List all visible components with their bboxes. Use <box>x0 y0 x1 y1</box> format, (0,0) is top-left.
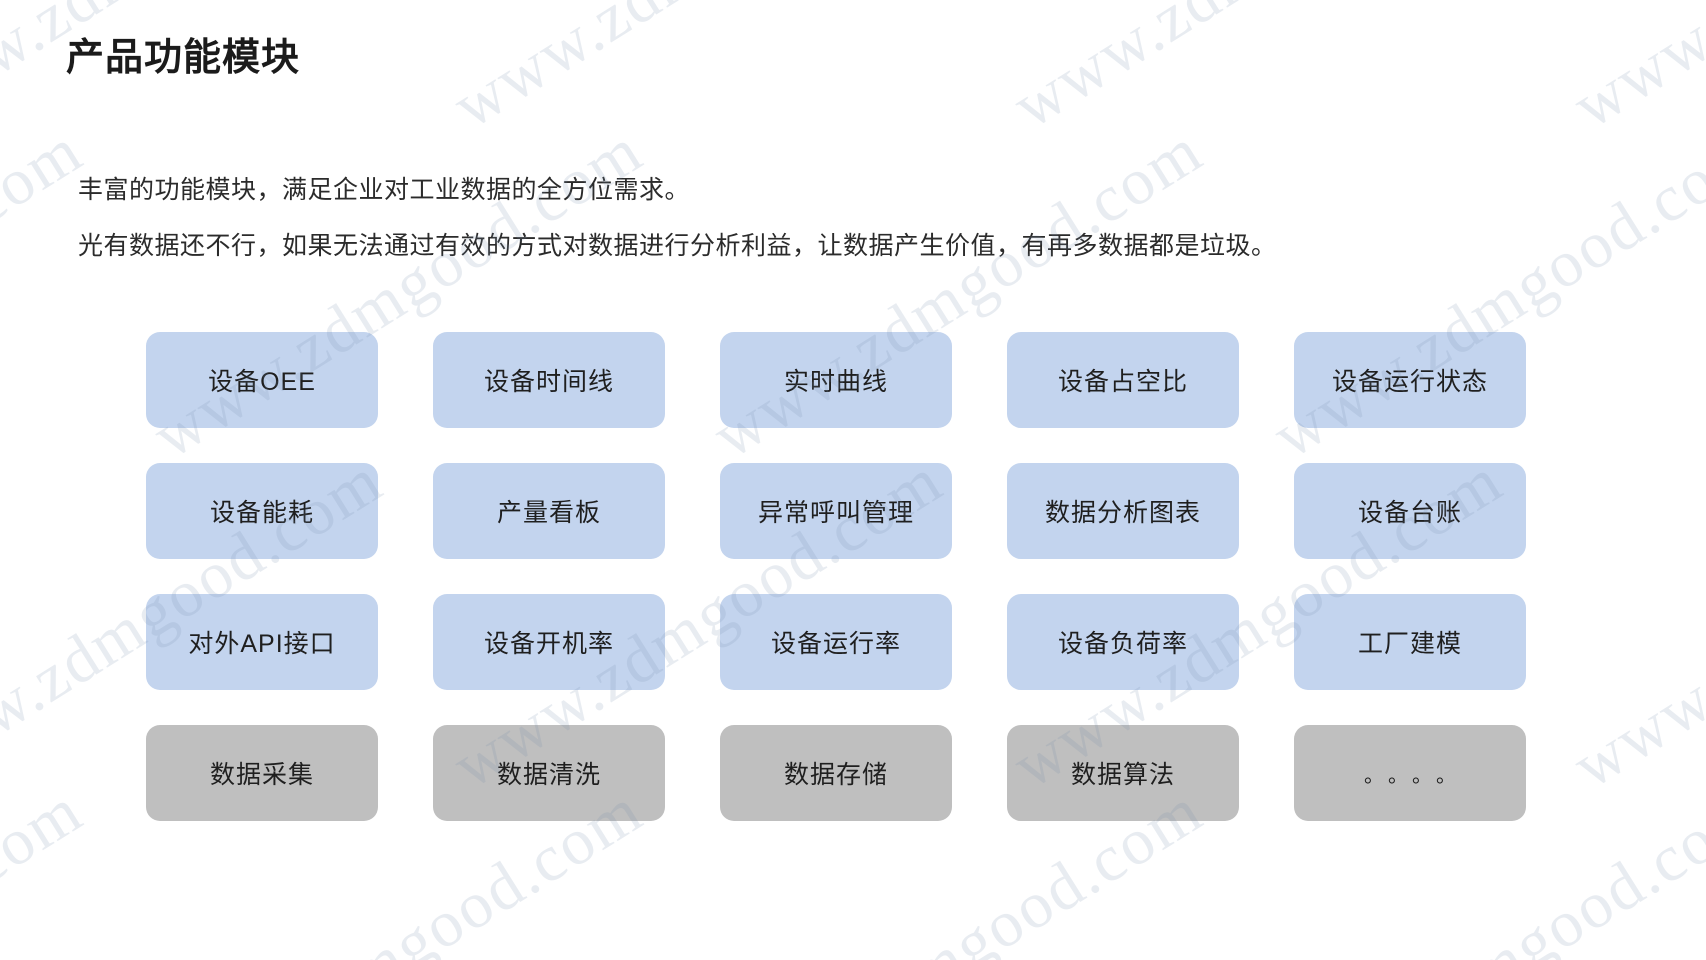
module-row: 对外API接口设备开机率设备运行率设备负荷率工厂建模 <box>146 594 1564 690</box>
module-cell: 异常呼叫管理 <box>720 463 990 559</box>
module-cell: 数据存储 <box>720 725 990 821</box>
module-card[interactable]: 设备OEE <box>146 332 378 428</box>
module-card[interactable]: 产量看板 <box>433 463 665 559</box>
module-card[interactable]: 工厂建模 <box>1294 594 1526 690</box>
module-cell: 设备运行状态 <box>1294 332 1564 428</box>
module-cell: 数据采集 <box>146 725 416 821</box>
module-card[interactable]: 设备台账 <box>1294 463 1526 559</box>
module-card[interactable]: 异常呼叫管理 <box>720 463 952 559</box>
module-cell: 设备时间线 <box>433 332 703 428</box>
module-cell: 设备负荷率 <box>1007 594 1277 690</box>
module-cell: 数据清洗 <box>433 725 703 821</box>
module-cell: 设备能耗 <box>146 463 416 559</box>
module-cell: 设备台账 <box>1294 463 1564 559</box>
module-card-more[interactable]: 。。。。 <box>1294 725 1526 821</box>
intro-text-block: 丰富的功能模块，满足企业对工业数据的全方位需求。 光有数据还不行，如果无法通过有… <box>78 162 1638 274</box>
module-card[interactable]: 设备占空比 <box>1007 332 1239 428</box>
module-card[interactable]: 设备开机率 <box>433 594 665 690</box>
module-cell: 对外API接口 <box>146 594 416 690</box>
module-row: 设备能耗产量看板异常呼叫管理数据分析图表设备台账 <box>146 463 1564 559</box>
module-row: 设备OEE 设备时间线实时曲线设备占空比设备运行状态 <box>146 332 1564 428</box>
intro-line-1: 丰富的功能模块，满足企业对工业数据的全方位需求。 <box>78 176 691 204</box>
module-cell: 设备占空比 <box>1007 332 1277 428</box>
module-cell: 实时曲线 <box>720 332 990 428</box>
module-card[interactable]: 数据清洗 <box>433 725 665 821</box>
module-cell: 设备OEE <box>146 332 416 428</box>
module-card[interactable]: 设备能耗 <box>146 463 378 559</box>
module-cell: 工厂建模 <box>1294 594 1564 690</box>
module-card[interactable]: 设备运行率 <box>720 594 952 690</box>
module-cell: 设备运行率 <box>720 594 990 690</box>
module-cell: 设备开机率 <box>433 594 703 690</box>
module-cell: 产量看板 <box>433 463 703 559</box>
module-card[interactable]: 设备负荷率 <box>1007 594 1239 690</box>
module-card[interactable]: 设备时间线 <box>433 332 665 428</box>
module-card[interactable]: 数据存储 <box>720 725 952 821</box>
module-card[interactable]: 数据算法 <box>1007 725 1239 821</box>
module-row: 数据采集数据清洗数据存储数据算法。。。。 <box>146 725 1564 821</box>
module-card[interactable]: 对外API接口 <box>146 594 378 690</box>
module-card[interactable]: 设备运行状态 <box>1294 332 1526 428</box>
module-cell: 。。。。 <box>1294 725 1564 821</box>
module-card[interactable]: 数据分析图表 <box>1007 463 1239 559</box>
module-card[interactable]: 数据采集 <box>146 725 378 821</box>
module-card[interactable]: 实时曲线 <box>720 332 952 428</box>
module-cell: 数据分析图表 <box>1007 463 1277 559</box>
page-title: 产品功能模块 <box>66 37 301 79</box>
module-cell: 数据算法 <box>1007 725 1277 821</box>
intro-line-2: 光有数据还不行，如果无法通过有效的方式对数据进行分析利益，让数据产生价值，有再多… <box>78 232 1277 260</box>
